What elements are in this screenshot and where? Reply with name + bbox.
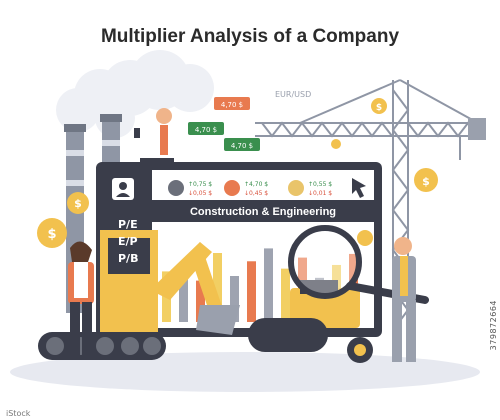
price-tag-top: 4,70 $ (221, 101, 243, 109)
price-tag: 4,70 $ (224, 138, 260, 151)
price-tag: 4,70 $ (214, 97, 250, 110)
stat-down-value: ↓0,45 $ (244, 190, 268, 197)
stock-code: 379872664 (489, 300, 498, 351)
stat-up-value: ↑0,75 $ (188, 181, 212, 188)
road-roller (248, 280, 373, 363)
woman-standing (68, 241, 94, 358)
stat-dot (224, 180, 240, 196)
chart-bar (213, 253, 222, 322)
currency-label: EUR/USD (275, 90, 311, 99)
panel-title: Construction & Engineering (190, 206, 336, 218)
man-sitting (134, 108, 175, 210)
price-tag-right: 4,70 $ (231, 142, 253, 150)
coin-icon: $ (67, 192, 89, 214)
chart-bar (230, 276, 239, 322)
coin-icon: $ (37, 218, 67, 248)
price-tag-left: 4,70 $ (195, 126, 217, 134)
stat-down-value: ↓0,05 $ (188, 190, 212, 197)
ratio-pb: P/B (118, 252, 138, 265)
coin-icon: $ (371, 98, 387, 114)
svg-text:$: $ (47, 227, 56, 242)
ratio-ep: E/P (118, 235, 138, 248)
watermark: iStock (6, 409, 31, 418)
stats-row: ↑0,75 $ ↓0,05 $ ↑4,70 $ ↓0,45 $ ↑0,55 $ ↓0,01… (168, 180, 332, 197)
chart-bar (281, 268, 290, 322)
price-tag: 4,70 $ (188, 122, 224, 135)
page-title: Multiplier Analysis of a Company (100, 26, 400, 47)
svg-text:$: $ (376, 103, 382, 113)
chart-bar (179, 264, 188, 322)
svg-text:$: $ (422, 175, 430, 188)
stat-down-value: ↓0,01 $ (308, 190, 332, 197)
man-standing (392, 237, 416, 362)
stat-up-value: ↑0,55 $ (308, 181, 332, 188)
cursor-icon (352, 178, 366, 198)
svg-text:$: $ (74, 197, 82, 210)
user-icon (112, 178, 134, 200)
chart-bar (264, 248, 273, 322)
coin-icon: $ (414, 168, 438, 192)
stat-dot (168, 180, 184, 196)
stat-dot (288, 180, 304, 196)
coin-icon (331, 139, 341, 149)
chart-bar (196, 280, 205, 322)
chart-bar (247, 261, 256, 322)
coin-icon (357, 230, 373, 246)
crane-counterweight (468, 118, 486, 140)
ratio-pe: P/E (118, 218, 138, 231)
excavator (38, 230, 240, 360)
stat-up-value: ↑4,70 $ (244, 181, 268, 188)
